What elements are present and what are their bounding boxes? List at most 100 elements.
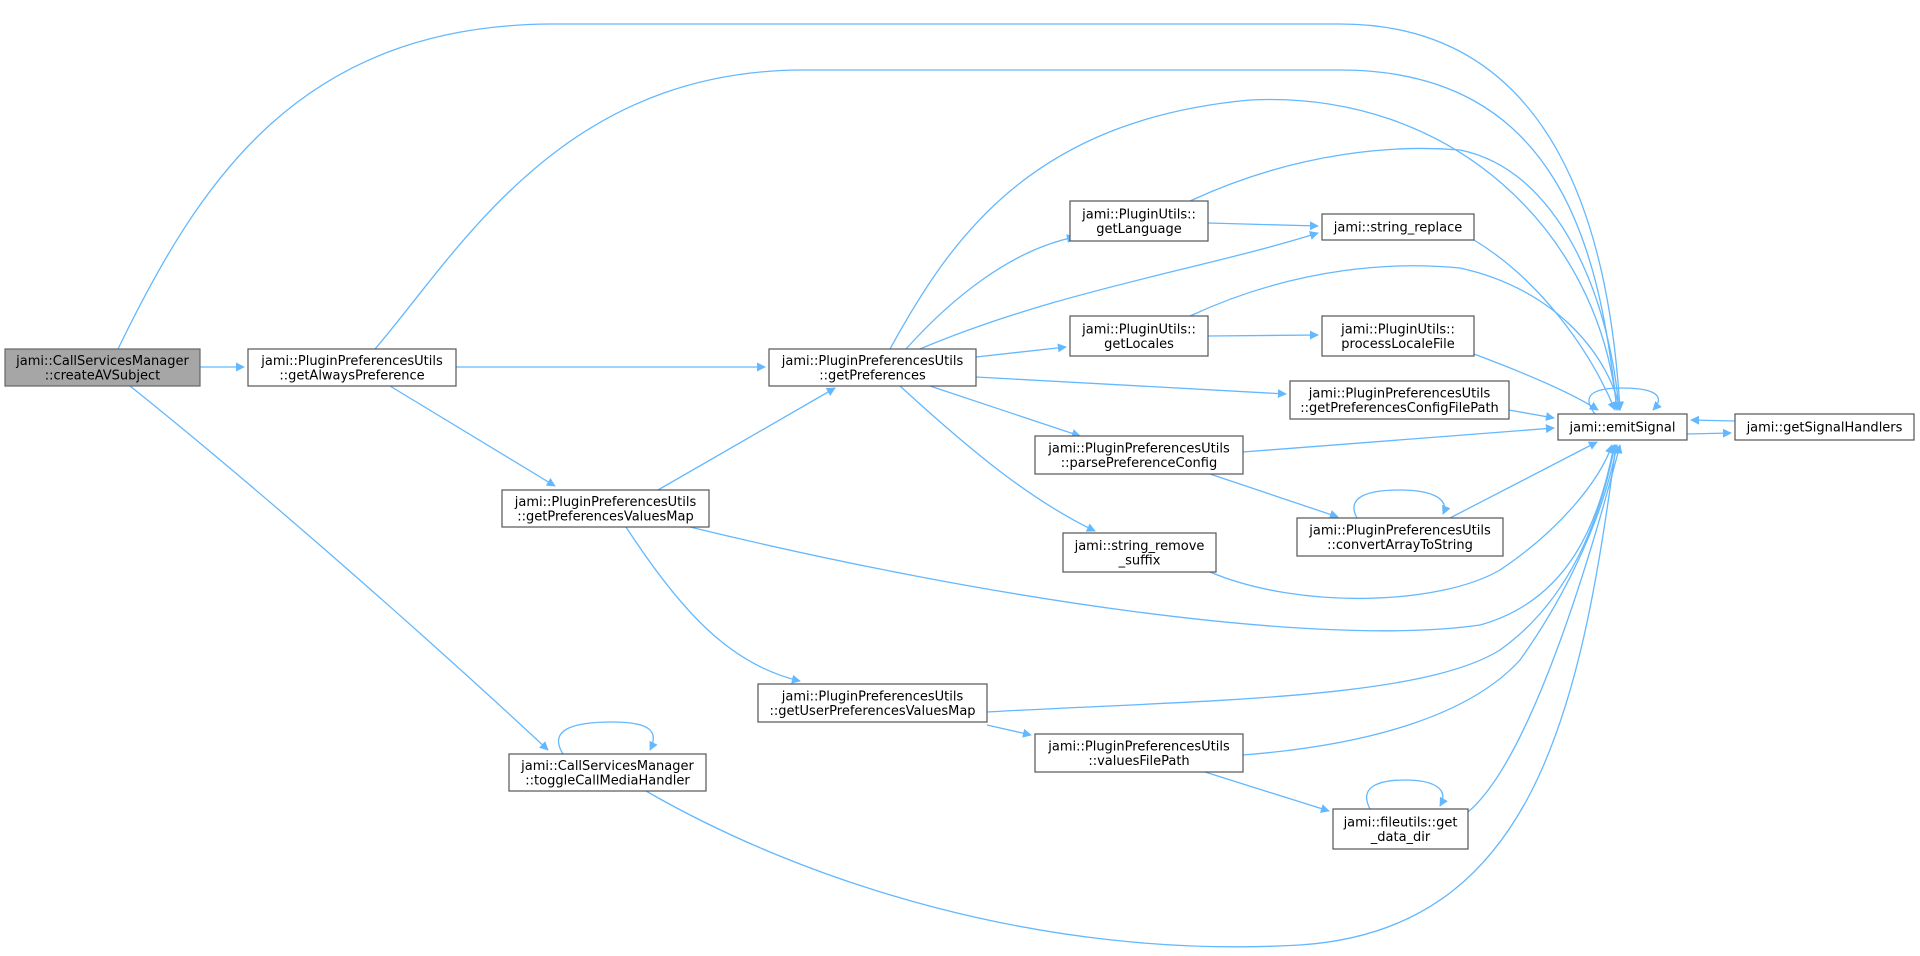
node-box	[757, 683, 988, 723]
edge-toggleCMH-to-emitSignal	[645, 444, 1620, 948]
edge-valuesFilePath-to-getDataDir	[1204, 771, 1330, 813]
node-box	[1062, 532, 1217, 573]
edge-convertArray-to-emitSignal	[1449, 441, 1598, 519]
node-label: jami::PluginPreferencesUtils	[1308, 386, 1491, 401]
node-getLanguage[interactable]: jami::PluginUtils::getLanguage	[1069, 200, 1209, 242]
node-box	[508, 753, 707, 792]
edge-getPrefs-to-getLocales	[975, 343, 1067, 358]
node-prefValuesMap[interactable]: jami::PluginPreferencesUtils::getPrefere…	[501, 489, 710, 528]
node-valuesFilePath[interactable]: jami::PluginPreferencesUtils::valuesFile…	[1034, 733, 1244, 773]
node-label: ::getUserPreferencesValuesMap	[769, 704, 975, 719]
node-label: jami::CallServicesManager	[520, 759, 694, 774]
node-label: ::valuesFilePath	[1088, 754, 1189, 769]
node-box	[768, 348, 977, 387]
node-box	[501, 489, 710, 528]
node-box	[1034, 733, 1244, 773]
node-box	[1069, 315, 1209, 357]
edge-getPrefs-to-strRemoveSuffix	[899, 385, 1096, 532]
node-label: ::getPreferencesConfigFilePath	[1300, 401, 1499, 416]
node-box	[1557, 413, 1688, 441]
node-label: jami::PluginPreferencesUtils	[781, 689, 964, 704]
node-label: jami::PluginPreferencesUtils	[260, 354, 443, 369]
node-label: getLocales	[1104, 337, 1174, 352]
node-box	[1321, 213, 1475, 241]
edge-userPrefValuesMap-to-emitSignal	[986, 444, 1618, 713]
edge-getLanguage-to-strReplace	[1207, 221, 1319, 231]
node-label: ::getAlwaysPreference	[279, 368, 424, 383]
node-label: jami::PluginPreferencesUtils	[1308, 523, 1491, 538]
edge-toggleCMH-to-toggleCMH	[557, 721, 658, 755]
node-box	[247, 348, 457, 387]
edge-getPrefs-to-prefConfigPath	[975, 376, 1287, 399]
node-box	[1321, 315, 1475, 357]
node-label: _data_dir	[1370, 830, 1431, 845]
edge-alwaysPref-to-prefValuesMap	[389, 385, 556, 487]
edge-prefValuesMap-to-getPrefs	[657, 387, 836, 491]
edge-alwaysPref-to-emitSignal	[374, 69, 1621, 411]
node-label: ::createAVSubject	[45, 368, 161, 383]
node-sigHandlers[interactable]: jami::getSignalHandlers	[1734, 413, 1915, 441]
node-label: processLocaleFile	[1341, 337, 1454, 352]
node-label: jami::string_remove	[1074, 539, 1205, 554]
node-label: jami::string_replace	[1333, 221, 1462, 236]
node-alwaysPref[interactable]: jami::PluginPreferencesUtils::getAlwaysP…	[247, 348, 457, 387]
node-label: ::getPreferencesValuesMap	[517, 509, 693, 524]
node-userPrefValuesMap[interactable]: jami::PluginPreferencesUtils::getUserPre…	[757, 683, 988, 723]
edge-userPrefValuesMap-to-valuesFilePath	[986, 724, 1032, 738]
node-label: jami::PluginPreferencesUtils	[781, 354, 964, 369]
edge-root-to-toggleCMH	[129, 385, 549, 751]
edge-convertArray-to-convertArray	[1353, 489, 1451, 519]
node-label: getLanguage	[1096, 222, 1182, 237]
node-box	[1034, 435, 1244, 475]
edge-layer	[117, 23, 1736, 948]
edge-emitSignal-to-emitSignal	[1588, 387, 1662, 415]
node-processLocale[interactable]: jami::PluginUtils::processLocaleFile	[1321, 315, 1475, 357]
node-convertArray[interactable]: jami::PluginPreferencesUtils::convertArr…	[1296, 517, 1504, 557]
edge-getPrefs-to-parsePrefConfig	[929, 385, 1081, 438]
node-parsePrefConfig[interactable]: jami::PluginPreferencesUtils::parsePrefe…	[1034, 435, 1244, 475]
edge-getPrefs-to-strReplace	[919, 231, 1319, 350]
edge-prefValuesMap-to-userPrefValuesMap	[625, 526, 801, 684]
node-label: jami::PluginPreferencesUtils	[1047, 441, 1230, 456]
node-label: ::parsePreferenceConfig	[1061, 456, 1218, 471]
node-box	[1069, 200, 1209, 242]
node-getLocales[interactable]: jami::PluginUtils::getLocales	[1069, 315, 1209, 357]
node-box	[4, 348, 201, 387]
node-box	[1289, 380, 1510, 420]
edge-getDataDir-to-emitSignal	[1467, 444, 1623, 813]
node-emitSignal[interactable]: jami::emitSignal	[1557, 413, 1688, 441]
node-label: ::convertArrayToString	[1327, 538, 1473, 553]
node-label: jami::PluginUtils::	[1081, 322, 1196, 337]
edge-strRemoveSuffix-to-emitSignal	[1209, 444, 1614, 600]
node-label: jami::CallServicesManager	[15, 354, 189, 369]
node-strRemoveSuffix[interactable]: jami::string_remove_suffix	[1062, 532, 1217, 573]
node-label: jami::PluginPreferencesUtils	[1047, 739, 1230, 754]
node-strReplace[interactable]: jami::string_replace	[1321, 213, 1475, 241]
edge-getPrefs-to-emitSignal	[889, 98, 1621, 411]
node-prefConfigPath[interactable]: jami::PluginPreferencesUtils::getPrefere…	[1289, 380, 1510, 420]
node-label: jami::PluginUtils::	[1340, 322, 1455, 337]
edge-getLocales-to-processLocale	[1207, 330, 1319, 340]
node-toggleCMH[interactable]: jami::CallServicesManager::toggleCallMed…	[508, 753, 707, 792]
node-layer: jami::CallServicesManager::createAVSubje…	[4, 200, 1915, 850]
node-getPrefs[interactable]: jami::PluginPreferencesUtils::getPrefere…	[768, 348, 977, 387]
edge-parsePrefConfig-to-emitSignal	[1242, 424, 1555, 453]
node-label: jami::PluginPreferencesUtils	[514, 495, 697, 510]
edge-parsePrefConfig-to-convertArray	[1209, 473, 1339, 519]
edge-getLocales-to-emitSignal	[1189, 265, 1623, 411]
node-box	[1332, 808, 1469, 850]
node-label: jami::getSignalHandlers	[1746, 421, 1903, 436]
edge-getLanguage-to-emitSignal	[1189, 147, 1623, 411]
node-label: jami::PluginUtils::	[1081, 207, 1196, 222]
node-box	[1734, 413, 1915, 441]
node-root[interactable]: jami::CallServicesManager::createAVSubje…	[4, 348, 201, 387]
edge-prefConfigPath-to-emitSignal	[1508, 409, 1555, 422]
node-getDataDir[interactable]: jami::fileutils::get_data_dir	[1332, 808, 1469, 850]
edge-strReplace-to-emitSignal	[1473, 239, 1617, 411]
node-label: _suffix	[1118, 553, 1161, 568]
node-label: jami::fileutils::get	[1343, 815, 1458, 830]
node-label: jami::emitSignal	[1569, 421, 1676, 436]
edge-root-to-emitSignal	[117, 23, 1625, 411]
edge-getDataDir-to-getDataDir	[1366, 779, 1448, 810]
